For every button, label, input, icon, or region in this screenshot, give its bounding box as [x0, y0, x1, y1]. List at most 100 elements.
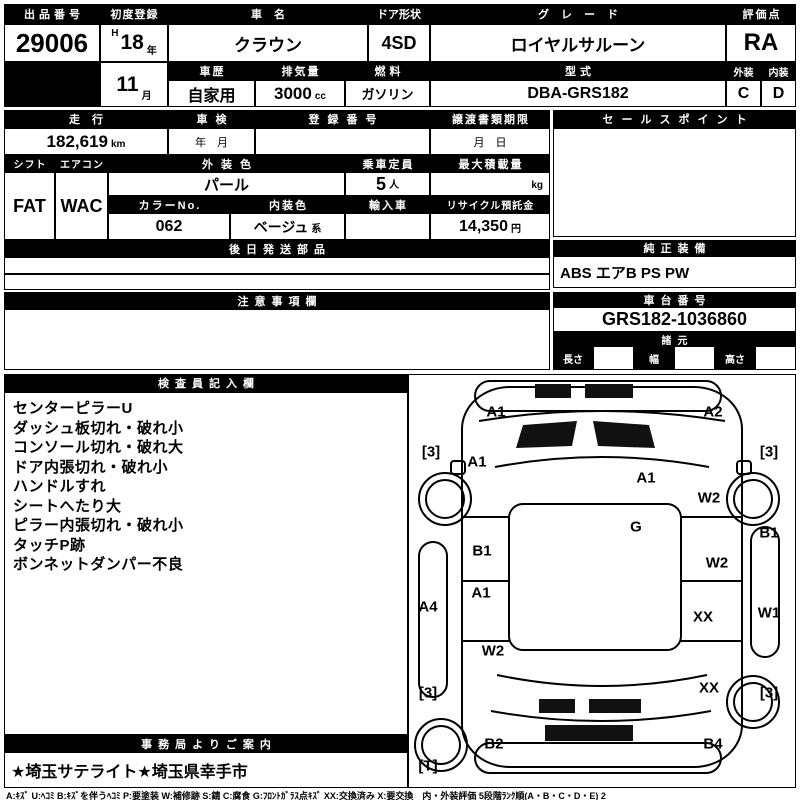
office-info-header: 事務局よりご案内	[4, 735, 408, 752]
width-value	[674, 346, 715, 370]
later-parts-row-1	[4, 257, 550, 274]
recycle-deposit-header: リサイクル預託金	[430, 196, 550, 213]
width-header: 幅	[634, 346, 674, 370]
car-outline-drawing	[414, 380, 780, 774]
exterior-color-header: 外装色	[108, 155, 345, 172]
later-parts-row-2	[4, 274, 550, 290]
lot-number-value: 29006	[4, 24, 100, 62]
history-header: 車歴	[168, 62, 255, 80]
interior-color-header: 内装色	[230, 196, 345, 213]
model-code-value: DBA-GRS182	[430, 80, 726, 107]
registration-number-value	[255, 128, 430, 155]
first-reg-year: 18	[120, 31, 144, 54]
recycle-deposit-cell: 14,350 円	[430, 213, 550, 240]
color-no-value: 062	[108, 213, 230, 240]
inspector-note-line: ピラー内張切れ・破れ小	[13, 517, 184, 534]
payload-cell: kg	[430, 172, 550, 196]
year-suffix: 年	[146, 46, 157, 57]
inspector-note-line: シートへたり大	[13, 497, 122, 515]
payload-header: 最大積載量	[430, 155, 550, 172]
exterior-grade-value: C	[726, 80, 761, 107]
factory-equipment-value: ABS エアB PS PW	[553, 256, 796, 288]
inspector-note-line: ドア内張切れ・破れ小	[13, 458, 169, 476]
mileage-value: 182,619	[46, 131, 108, 151]
displacement-unit: cc	[314, 91, 326, 102]
factory-equipment-header: 純正装備	[553, 240, 796, 256]
inspection-header: 車検	[168, 110, 255, 128]
aircon-value: WAC	[55, 172, 108, 240]
history-value: 自家用	[168, 80, 255, 107]
score-value: RA	[726, 24, 796, 62]
interior-grade-header: 内装	[761, 62, 796, 80]
capacity-value: 5	[375, 173, 386, 194]
cautions-header: 注意事項欄	[4, 292, 550, 309]
fuel-header: 燃料	[345, 62, 430, 80]
first-reg-month: 11	[116, 72, 139, 96]
interior-color-suffix: 系	[311, 224, 322, 235]
exterior-color-value: パール	[108, 172, 345, 196]
first-reg-year-cell: H 18 年	[100, 24, 168, 62]
cautions-area	[4, 309, 550, 370]
exterior-grade-header: 外装	[726, 62, 761, 80]
capacity-header: 乗車定員	[345, 155, 430, 172]
capacity-unit: 人	[389, 180, 399, 191]
model-code-header: 型式	[430, 62, 726, 80]
door-shape-header: ドア形状	[368, 4, 430, 24]
transfer-docs-header: 譲渡書類期限	[430, 110, 550, 128]
abbreviation-legend: A:ｷｽﾞ U:ﾍｺﾐ B:ｷｽﾞを伴うﾍｺﾐ P:要塗装 W:補修跡 S:錆 …	[6, 791, 606, 800]
mileage-cell: 182,619 km	[4, 128, 168, 155]
shift-header: シフト	[4, 155, 55, 172]
shift-value: FAT	[4, 172, 55, 240]
interior-grade-value: D	[761, 80, 796, 107]
car-name-header: 車名	[168, 4, 368, 24]
recycle-deposit-value: 14,350	[459, 217, 508, 235]
first-reg-header: 初度登録	[100, 4, 168, 24]
height-header: 高さ	[715, 346, 755, 370]
chassis-number-header: 車台番号	[553, 292, 796, 307]
color-no-header: カラーNo.	[108, 196, 230, 213]
score-header: 評価点	[726, 4, 796, 24]
capacity-cell: 5 人	[345, 172, 430, 196]
spec-header: 諸元	[553, 332, 796, 346]
displacement-cell: 3000 cc	[255, 80, 345, 107]
fuel-value: ガソリン	[345, 80, 430, 107]
import-car-header: 輸入車	[345, 196, 430, 213]
sales-point-area	[553, 128, 796, 237]
registration-number-header: 登録番号	[255, 110, 430, 128]
inspector-note-line: ハンドルすれ	[13, 478, 107, 495]
month-suffix: 月	[141, 91, 152, 102]
car-name-value: クラウン	[168, 24, 368, 62]
aircon-header: エアコン	[55, 155, 108, 172]
later-parts-header: 後日発送部品	[4, 240, 550, 257]
interior-color-cell: ベージュ 系	[230, 213, 345, 240]
inspector-note-line: コンソール切れ・破れ大	[13, 439, 184, 456]
inspector-note-line: ボンネットダンパー不良	[13, 556, 184, 573]
sales-point-header: セールスポイント	[553, 110, 796, 128]
transfer-docs-value: 月 日	[430, 128, 550, 155]
mileage-header: 走行	[4, 110, 168, 128]
inspector-note-line: センターピラーU	[13, 400, 133, 417]
mileage-unit: km	[111, 139, 126, 150]
era-letter: H	[111, 28, 119, 39]
lot-filler-block	[4, 62, 100, 107]
payload-unit: kg	[531, 180, 543, 191]
length-value	[593, 346, 634, 370]
inspector-note-line: タッチP跡	[13, 536, 86, 554]
height-value	[755, 346, 796, 370]
import-car-value	[345, 213, 430, 240]
chassis-number-value: GRS182-1036860	[553, 307, 796, 332]
lot-number-header: 出品番号	[4, 4, 100, 24]
grade-value: ロイヤルサルーン	[430, 24, 726, 62]
displacement-header: 排気量	[255, 62, 345, 80]
interior-color-value: ベージュ	[253, 218, 309, 235]
grade-header: グレード	[430, 4, 726, 24]
first-reg-month-cell: 11 月	[100, 62, 168, 107]
recycle-deposit-unit: 円	[510, 224, 521, 235]
displacement-value: 3000	[274, 83, 312, 103]
inspector-notes-header: 検査員記入欄	[4, 374, 408, 392]
length-header: 長さ	[553, 346, 593, 370]
inspection-value: 年 月	[168, 128, 255, 155]
office-info-value: ★埼玉サテライト★埼玉県幸手市	[4, 752, 408, 788]
